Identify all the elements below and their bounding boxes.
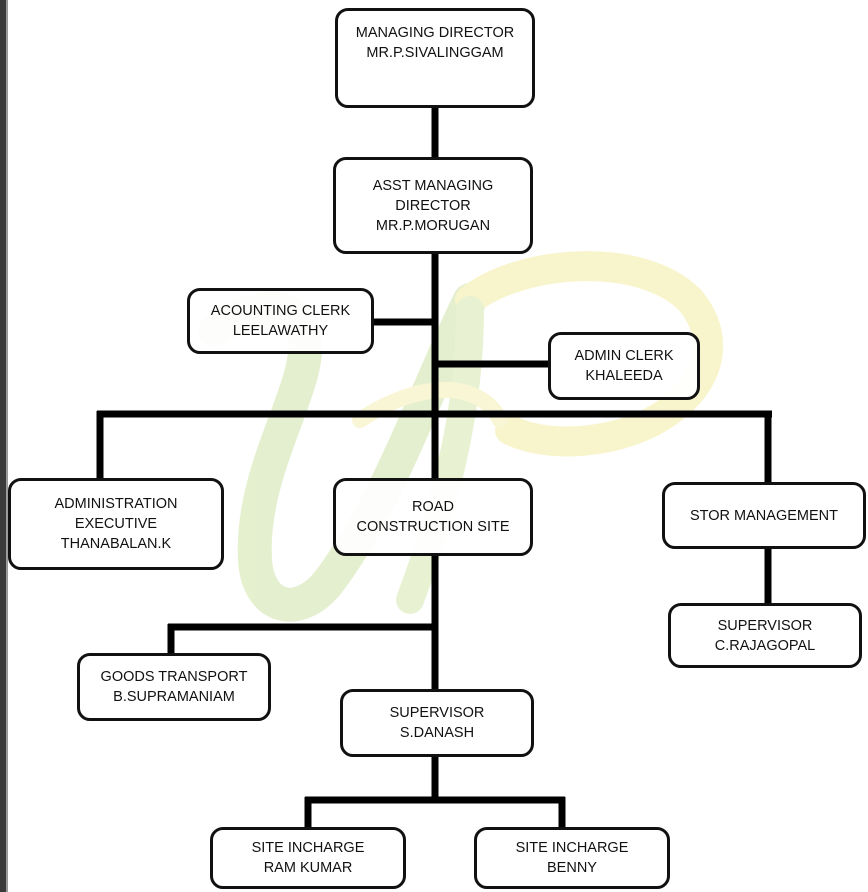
node-title-line2: CONSTRUCTION SITE	[356, 519, 510, 535]
node-person: B.SUPRAMANIAM	[113, 689, 235, 705]
node-title: SUPERVISOR	[717, 617, 813, 634]
node-store-supervisor: SUPERVISOR C.RAJAGOPAL	[668, 603, 862, 668]
node-title-line1: ROAD	[412, 499, 454, 515]
node-title: STOR MANAGEMENT	[690, 507, 838, 524]
node-title: SITE INCHARGE	[251, 840, 365, 856]
node-person: BENNY	[547, 860, 597, 876]
node-person: RAM KUMAR	[263, 860, 353, 876]
node-goods-transport: GOODS TRANSPORT B.SUPRAMANIAM	[77, 653, 271, 721]
node-person: MR.P.MORUGAN	[375, 217, 491, 234]
node-title: ADMIN CLERK	[574, 348, 674, 364]
node-site-incharge-benny: SITE INCHARGE BENNY	[474, 827, 670, 889]
node-title: SUPERVISOR	[389, 705, 485, 721]
node-person: C.RAJAGOPAL	[714, 637, 816, 654]
node-site-supervisor: SUPERVISOR S.DANASH	[340, 689, 534, 757]
node-title: ACOUNTING CLERK	[210, 303, 351, 319]
node-title-line1: ASST MANAGING	[372, 177, 494, 194]
node-person: MR.P.SIVALINGGAM	[366, 45, 504, 61]
node-asst-managing-director: ASST MANAGING DIRECTOR MR.P.MORUGAN	[333, 157, 533, 254]
node-road-construction-site: ROAD CONSTRUCTION SITE	[333, 478, 533, 556]
node-managing-director: MANAGING DIRECTOR MR.P.SIVALINGGAM	[335, 8, 535, 108]
connector-paths	[96, 106, 772, 830]
node-site-incharge-ram-kumar: SITE INCHARGE RAM KUMAR	[210, 827, 406, 889]
node-stor-management: STOR MANAGEMENT	[662, 482, 866, 549]
node-title-line1: ADMINISTRATION	[54, 496, 178, 512]
node-title: GOODS TRANSPORT	[100, 669, 248, 685]
node-person: LEELAWATHY	[232, 323, 329, 339]
left-border-shadow	[6, 0, 8, 892]
node-title: MANAGING DIRECTOR	[355, 25, 515, 41]
node-person: S.DANASH	[399, 725, 475, 741]
node-administration-executive: ADMINISTRATION EXECUTIVE THANABALAN.K	[8, 478, 224, 570]
node-admin-clerk: ADMIN CLERK KHALEEDA	[548, 332, 700, 400]
node-person: KHALEEDA	[585, 368, 663, 384]
node-accounting-clerk: ACOUNTING CLERK LEELAWATHY	[187, 288, 374, 354]
node-title: SITE INCHARGE	[515, 840, 629, 856]
node-title-line2: EXECUTIVE	[74, 516, 158, 532]
node-person: THANABALAN.K	[60, 536, 172, 552]
left-border-bar	[0, 0, 6, 892]
node-title-line2: DIRECTOR	[395, 197, 471, 214]
